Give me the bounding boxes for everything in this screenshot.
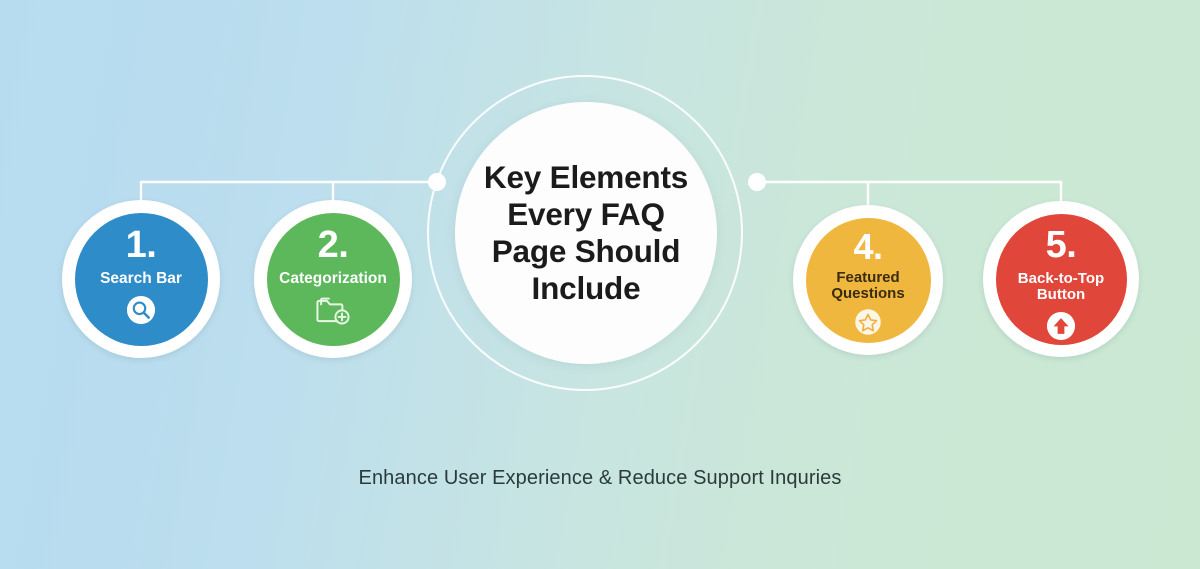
node-back-to-top-button[interactable]: 5. Back-to-Top Button (983, 201, 1139, 357)
node-search-bar-body: 1. Search Bar (74, 212, 208, 346)
node-featured-questions[interactable]: 4. Featured Questions (793, 205, 943, 355)
node-label: Categorization (279, 269, 387, 287)
connector-dot-right (748, 173, 766, 191)
node-search-bar[interactable]: 1. Search Bar (62, 200, 220, 358)
node-featured-questions-body: 4. Featured Questions (805, 217, 931, 343)
node-categorization[interactable]: 2. Categorization (254, 200, 412, 358)
caption: Enhance User Experience & Reduce Support… (358, 467, 842, 489)
node-number: 5. (1045, 223, 1077, 266)
arrow-up-icon (1046, 311, 1076, 341)
node-label: Featured Questions (831, 268, 905, 302)
node-categorization-body: 2. Categorization (266, 212, 400, 346)
star-icon (854, 308, 882, 336)
page-title: Key Elements Every FAQ Page Should Inclu… (483, 159, 689, 306)
folder-add-icon (315, 295, 351, 325)
node-number: 4. (853, 225, 883, 267)
connector-dot-left (428, 173, 446, 191)
node-label: Search Bar (100, 269, 182, 287)
center-outer-ring (427, 75, 743, 391)
search-icon (126, 295, 156, 325)
node-label: Back-to-Top Button (1017, 269, 1105, 303)
node-back-to-top-body: 5. Back-to-Top Button (995, 213, 1127, 345)
node-number: 2. (317, 223, 349, 266)
center-hub: Key Elements Every FAQ Page Should Inclu… (455, 102, 717, 364)
node-number: 1. (125, 223, 157, 266)
